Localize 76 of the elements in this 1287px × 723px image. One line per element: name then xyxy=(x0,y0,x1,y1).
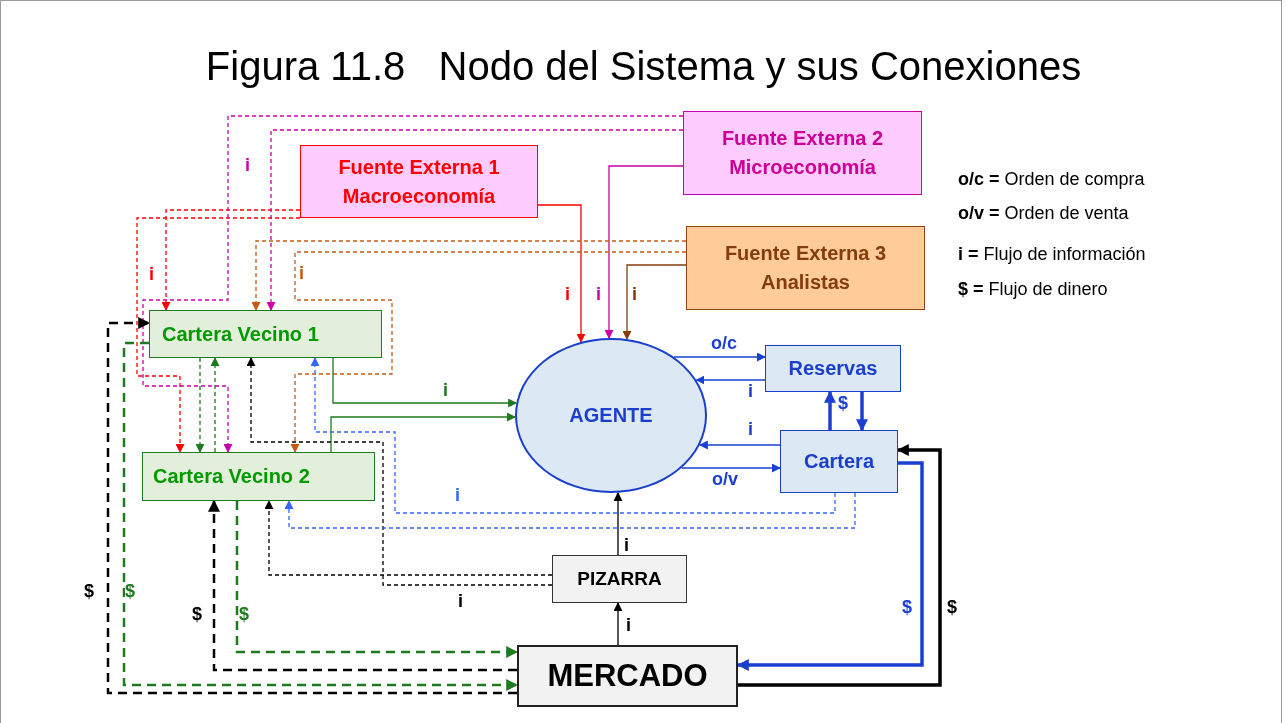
edge-label: i xyxy=(748,420,753,438)
arrow xyxy=(310,357,836,514)
node-label: Fuente Externa 1 xyxy=(338,154,500,180)
edge-label: i xyxy=(748,382,753,400)
edge-label: i xyxy=(455,486,460,504)
node-label: Microeconomía xyxy=(729,155,876,180)
arrow xyxy=(613,602,623,646)
edge-label: i xyxy=(458,592,463,610)
arrow xyxy=(195,357,205,453)
edge-label: $ xyxy=(192,605,202,623)
arrow xyxy=(680,463,781,473)
arrow xyxy=(698,440,781,450)
arrow xyxy=(824,390,836,430)
portfolio-box xyxy=(149,310,382,358)
arrow xyxy=(330,412,516,453)
arrow xyxy=(613,491,623,556)
node-label: Cartera xyxy=(803,449,874,474)
arrow xyxy=(246,357,553,586)
key-note: $ = Flujo de dinero xyxy=(958,278,1108,301)
edge-label: $ xyxy=(838,394,848,412)
edge-label: o/v xyxy=(712,470,738,488)
edge-label: i xyxy=(624,536,629,554)
edge-label: $ xyxy=(84,582,94,600)
node-label: Cartera Vecino 2 xyxy=(153,464,310,489)
arrow xyxy=(210,357,220,453)
node-label: Analistas xyxy=(761,270,850,295)
arrow xyxy=(332,357,518,408)
edge-label: i xyxy=(443,381,448,399)
arrow xyxy=(290,251,687,453)
edge-label: i xyxy=(299,264,304,282)
node-label: MERCADO xyxy=(547,656,708,695)
edge-label: i xyxy=(245,156,250,174)
portfolio-box xyxy=(780,430,898,493)
edge-label: $ xyxy=(947,598,957,616)
arrow xyxy=(695,375,766,385)
reserves-box xyxy=(765,345,901,392)
node-label: Fuente Externa 3 xyxy=(724,241,887,266)
edge-label: i xyxy=(626,616,631,634)
arrow xyxy=(251,240,687,311)
arrow xyxy=(235,501,519,658)
edge-label: i xyxy=(149,265,154,283)
node-label: Reservas xyxy=(788,356,878,381)
arrow xyxy=(136,217,301,453)
market-box xyxy=(517,645,738,707)
edge-label: i xyxy=(565,285,570,303)
edge-label: i xyxy=(596,285,601,303)
arrow xyxy=(622,264,687,340)
arrow xyxy=(284,492,856,529)
source-box xyxy=(683,111,922,195)
edge-label: i xyxy=(632,285,637,303)
key-note: o/v = Orden de venta xyxy=(958,202,1129,225)
edge-label: $ xyxy=(902,598,912,616)
edge-label: $ xyxy=(239,605,249,623)
node-label: Cartera Vecino 1 xyxy=(162,321,319,347)
key-note: o/c = Orden de compra xyxy=(958,168,1145,191)
arrow xyxy=(264,500,553,576)
edge-label: o/c xyxy=(711,334,737,352)
node-label: AGENTE xyxy=(569,403,653,428)
edge-label: $ xyxy=(125,582,135,600)
arrow xyxy=(266,129,684,311)
arrow xyxy=(161,209,301,311)
node-label: Fuente Externa 2 xyxy=(721,126,884,151)
board-box xyxy=(552,555,687,603)
arrow xyxy=(673,352,766,362)
source-box xyxy=(300,145,538,218)
arrow xyxy=(142,115,684,453)
key-note: i = Flujo de información xyxy=(958,243,1146,266)
arrow xyxy=(738,444,942,687)
arrow xyxy=(208,499,517,672)
arrow xyxy=(856,392,868,432)
source-box xyxy=(686,226,925,310)
node-label: PIZARRA xyxy=(577,567,662,592)
node-label: Macroeconomía xyxy=(342,183,496,209)
portfolio-box xyxy=(142,452,375,501)
title: Figura 11.8 Nodo del Sistema y sus Conexiones xyxy=(204,43,1083,90)
arrow xyxy=(604,165,684,339)
